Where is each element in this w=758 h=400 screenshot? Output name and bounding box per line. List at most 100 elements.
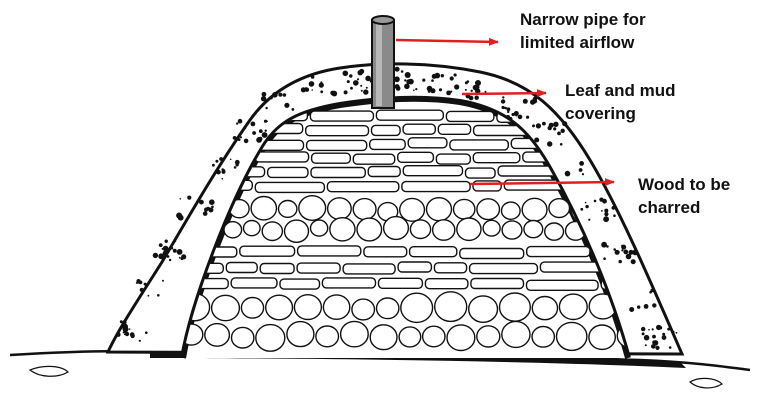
covering-speckle [177,249,183,255]
covering-speckle [672,331,674,333]
covering-speckle [395,67,400,72]
wood-plank [180,154,208,164]
covering-speckle [516,115,518,117]
covering-speckle [642,332,645,335]
covering-speckle [140,288,144,292]
wood-plank [255,182,324,192]
covering-speckle [301,87,306,92]
wood-log [524,221,543,238]
wood-log [500,293,531,321]
wood-plank [280,279,320,289]
covering-speckle [601,210,603,212]
covering-speckle [656,325,661,330]
covering-speckle [405,72,411,78]
wood-plank [370,139,406,149]
covering-speckle [311,89,313,91]
wood-log [502,321,530,347]
wood-log [316,326,339,347]
covering-speckle [196,203,198,205]
covering-speckle [167,255,170,258]
wood-plank [372,125,401,135]
wood-plank [311,168,365,178]
wood-log [287,322,314,347]
label-pipe: Narrow pipe for limited airflow [520,8,646,54]
covering-speckle [533,97,537,101]
wood-plank [226,263,257,273]
wood-log [224,222,242,238]
covering-speckle [220,157,222,159]
wood-log [232,327,254,348]
wood-plank [398,262,431,272]
covering-speckle [222,178,224,180]
wood-log [357,218,382,241]
wood-log [401,293,433,322]
covering-speckle [603,216,609,222]
covering-speckle [222,170,226,174]
wood-log [557,322,587,350]
wood-plank [260,264,294,274]
covering-speckle [557,132,561,136]
covering-speckle [359,69,364,74]
covering-speckle [604,209,608,213]
covering-speckle [179,257,181,259]
wood-log [532,297,557,320]
covering-speckle [148,295,150,297]
covering-speckle [235,163,238,166]
wood-log [244,221,261,236]
covering-speckle [454,73,457,76]
wood-log [435,292,467,322]
covering-speckle [270,97,272,99]
covering-speckle [439,88,442,91]
wood-plank [307,140,367,150]
covering-speckle [230,159,232,161]
covering-speckle [547,141,552,146]
wood-log [400,198,425,221]
ground-stone-right [690,378,722,388]
covering-speckle [258,137,262,141]
covering-speckle [123,330,126,333]
wood-log [631,222,649,238]
covering-speckle [262,92,267,97]
wood-log [545,223,564,240]
wood-plank [410,247,457,257]
wood-plank [527,280,599,290]
covering-speckle [401,70,404,73]
covering-speckle [234,166,237,169]
wood-log [377,298,399,319]
covering-speckle [649,291,652,294]
wood-plank [434,263,466,273]
covering-speckle [618,251,620,253]
label-pipe-line-1: Narrow pipe for [520,8,646,31]
covering-speckle [153,253,158,258]
covering-speckle [502,96,504,98]
wood-log [410,220,430,239]
covering-speckle [124,334,126,336]
covering-speckle [244,139,249,144]
wood-plank [403,124,435,134]
covering-speckle [320,90,323,93]
covering-speckle [238,138,241,141]
covering-speckle [588,219,590,221]
covering-speckle [278,93,282,97]
covering-speckle [645,344,647,346]
wood-log [370,325,397,350]
wood-log [353,199,376,220]
covering-speckle [361,90,363,92]
covering-speckle [157,294,160,297]
covering-speckle [209,199,215,205]
covering-speckle [203,211,208,216]
covering-speckle [613,214,616,217]
wood-plank [579,139,645,149]
pipe-highlight [376,22,382,106]
covering-speckle [565,171,571,177]
covering-speckle [240,136,242,138]
covering-speckle [238,119,243,124]
covering-speckle [265,107,267,109]
wood-log [522,198,547,221]
wood-log [532,327,554,348]
covering-speckle [284,103,289,108]
wood-log [469,296,498,322]
covering-speckle [606,245,609,248]
label-pipe-line-2: limited airflow [520,31,646,54]
